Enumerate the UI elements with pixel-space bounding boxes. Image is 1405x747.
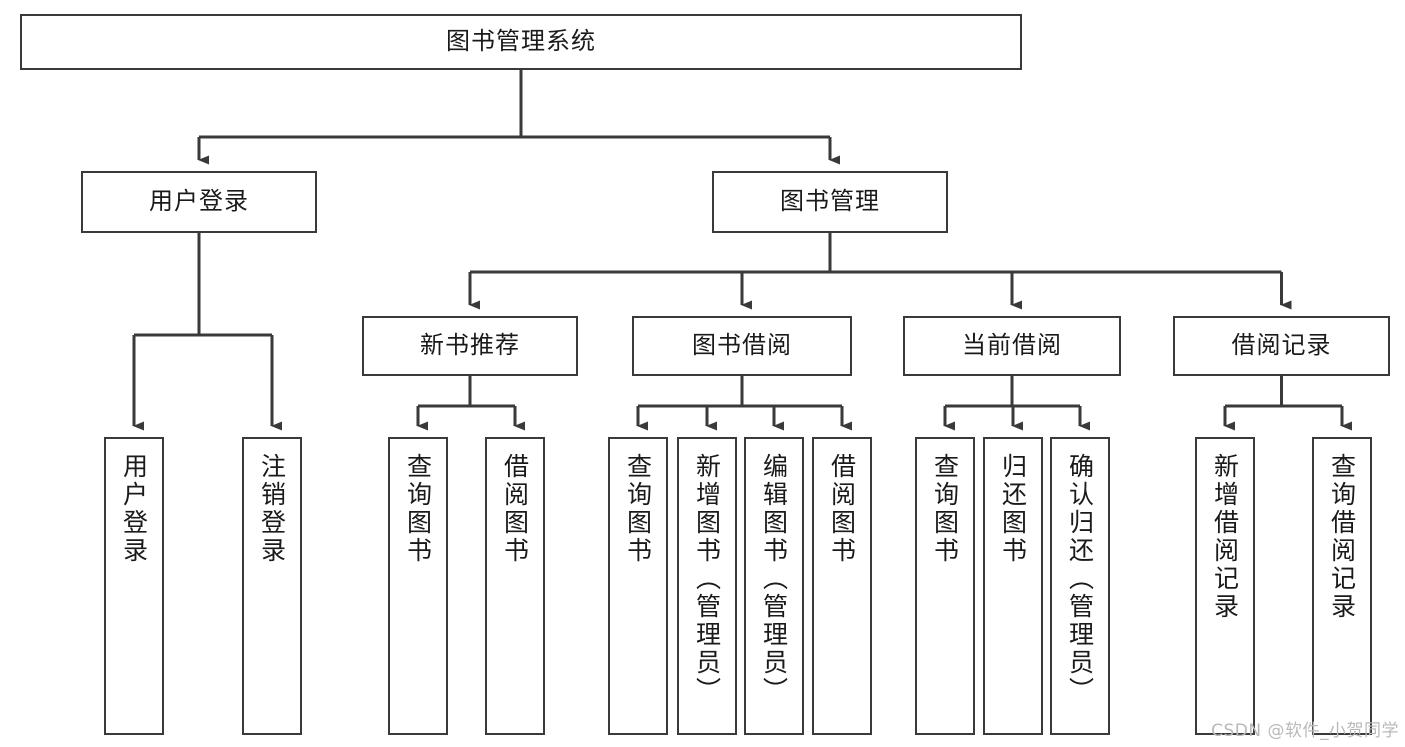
node-root[interactable]: 图书管理系统 [20, 14, 1022, 70]
node-user-login[interactable]: 用户登录 [81, 171, 317, 233]
leaf-borrow-book[interactable]: 借阅图书 [812, 437, 872, 735]
node-book-manage[interactable]: 图书管理 [712, 171, 948, 233]
leaf-return-book[interactable]: 归还图书 [983, 437, 1043, 735]
leaf-add-borrow-record-label: 新增借阅记录 [1210, 453, 1240, 621]
leaf-edit-book[interactable]: 编辑图书（管理员） [744, 437, 804, 735]
leaf-edit-book-label: 编辑图书（管理员） [759, 453, 789, 705]
node-root-label: 图书管理系统 [446, 27, 596, 56]
leaf-add-book[interactable]: 新增图书（管理员） [677, 437, 737, 735]
leaf-logout[interactable]: 注销登录 [242, 437, 302, 735]
csdn-watermark: CSDN @软件_小贺同学 [1211, 721, 1399, 741]
leaf-query-borrow-record[interactable]: 查询借阅记录 [1312, 437, 1372, 735]
leaf-query-book-current-label: 查询图书 [930, 453, 960, 565]
node-new-book-recommend-label: 新书推荐 [420, 331, 520, 360]
leaf-query-book-recommend-label: 查询图书 [403, 453, 433, 565]
leaf-return-book-label: 归还图书 [998, 453, 1028, 565]
leaf-user-login[interactable]: 用户登录 [104, 437, 164, 735]
leaf-logout-label: 注销登录 [257, 453, 287, 565]
leaf-borrow-book-recommend[interactable]: 借阅图书 [485, 437, 545, 735]
leaf-query-borrow-record-label: 查询借阅记录 [1327, 453, 1357, 621]
leaf-user-login-label: 用户登录 [119, 453, 149, 565]
leaf-query-book-borrow[interactable]: 查询图书 [608, 437, 668, 735]
node-book-borrow-label: 图书借阅 [692, 331, 792, 360]
leaf-add-borrow-record[interactable]: 新增借阅记录 [1195, 437, 1255, 735]
leaf-borrow-book-recommend-label: 借阅图书 [500, 453, 530, 565]
leaf-query-book-recommend[interactable]: 查询图书 [388, 437, 448, 735]
leaf-query-book-borrow-label: 查询图书 [623, 453, 653, 565]
node-book-manage-label: 图书管理 [780, 187, 880, 216]
leaf-add-book-label: 新增图书（管理员） [692, 453, 722, 705]
node-current-borrow-label: 当前借阅 [962, 331, 1062, 360]
leaf-confirm-return-label: 确认归还（管理员） [1065, 453, 1095, 705]
node-book-borrow[interactable]: 图书借阅 [632, 316, 852, 376]
leaf-borrow-book-label: 借阅图书 [827, 453, 857, 565]
node-borrow-record[interactable]: 借阅记录 [1173, 316, 1390, 376]
node-current-borrow[interactable]: 当前借阅 [903, 316, 1121, 376]
node-borrow-record-label: 借阅记录 [1231, 331, 1332, 360]
leaf-confirm-return[interactable]: 确认归还（管理员） [1050, 437, 1110, 735]
leaf-query-book-current[interactable]: 查询图书 [915, 437, 975, 735]
node-user-login-label: 用户登录 [149, 187, 249, 216]
node-new-book-recommend[interactable]: 新书推荐 [362, 316, 578, 376]
